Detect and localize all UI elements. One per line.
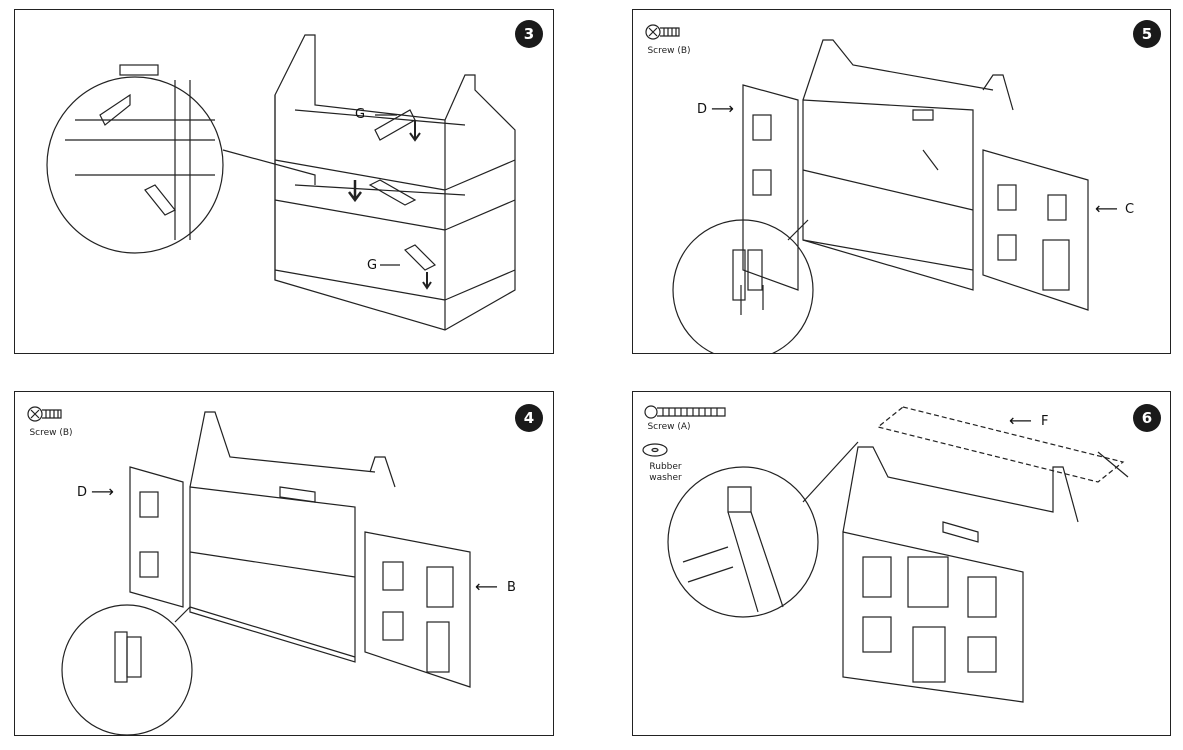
- step-4-illustration: [27, 406, 471, 735]
- zoom-callout-circle: [46, 76, 224, 254]
- arrow-icon: ⟶: [91, 482, 114, 501]
- step-number-badge: 6: [1133, 404, 1161, 432]
- panel-step-4: 4 Screw (B) D ⟶ B ⟵: [14, 391, 554, 736]
- panel-step-6: 6 Screw (A) Rubber washer F ⟵: [632, 391, 1171, 736]
- step-5-illustration: [645, 24, 1089, 353]
- panel-step-5: 5 Screw (B) D ⟶ C ⟵: [632, 9, 1171, 354]
- step-3-illustration: [46, 34, 516, 331]
- part-label-c: C: [1125, 202, 1135, 217]
- zoom-callout-circle: [667, 466, 819, 618]
- step-number-badge: 5: [1133, 20, 1161, 48]
- washer-icon: [642, 443, 668, 457]
- arrow-icon: ⟵: [475, 577, 498, 596]
- part-label-g-bottom: G: [367, 258, 378, 273]
- screw-b-label: Screw (B): [647, 46, 691, 56]
- part-label-d: D: [77, 485, 88, 500]
- part-label-b: B: [507, 580, 516, 595]
- rubber-washer-label: Rubber washer: [649, 462, 682, 483]
- arrow-icon: ⟵: [1009, 411, 1032, 430]
- step-number-badge: 3: [515, 20, 543, 48]
- screw-b-label: Screw (B): [29, 428, 73, 438]
- step-6-illustration: [642, 405, 1129, 703]
- step-number-badge: 4: [515, 404, 543, 432]
- screw-b-icon: [645, 24, 680, 40]
- zoom-callout-circle: [61, 604, 193, 735]
- part-label-g-top: G: [355, 107, 366, 122]
- screw-a-label: Screw (A): [647, 422, 691, 432]
- part-label-f: F: [1041, 414, 1049, 429]
- part-label-d: D: [697, 102, 708, 117]
- panel-step-3: 3 G G: [14, 9, 554, 354]
- screw-b-icon: [27, 406, 62, 422]
- arrow-icon: ⟶: [711, 99, 734, 118]
- arrow-icon: ⟵: [1095, 199, 1118, 218]
- screw-a-icon: [644, 405, 726, 419]
